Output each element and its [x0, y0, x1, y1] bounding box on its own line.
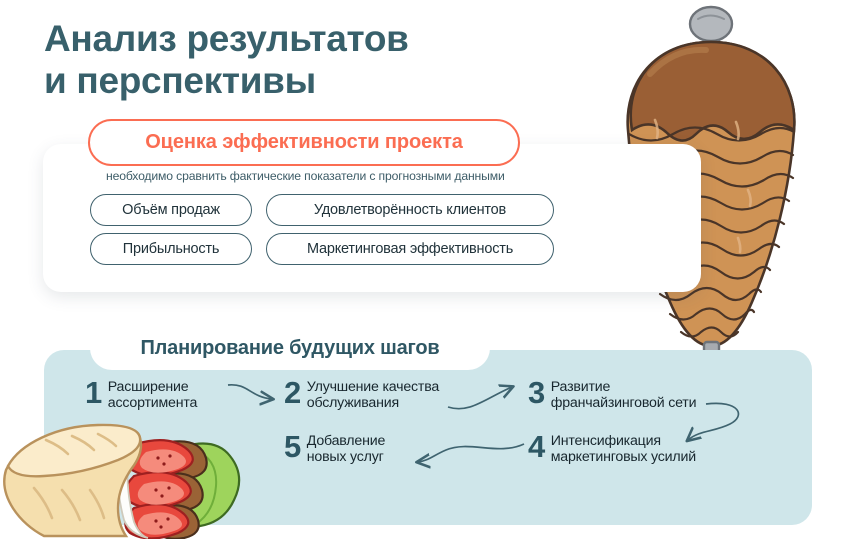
step-number-5: 5	[284, 429, 301, 464]
step-label-1: Расширение ассортимента	[107, 379, 198, 412]
step-label-3: Развитие франчайзинговой сети	[550, 379, 697, 412]
shawarma-wrap-illustration	[3, 423, 241, 539]
metric-pill-marketing-effectiveness[interactable]: Маркетинговая эффективность	[266, 233, 554, 265]
step-label-5: Добавление новых услуг	[306, 433, 386, 466]
planning-badge: Планирование будущих шагов	[90, 326, 490, 370]
metric-pill-customer-satisfaction[interactable]: Удовлетворённость клиентов	[266, 194, 554, 226]
metric-pill-profitability[interactable]: Прибыльность	[90, 233, 252, 265]
step-item-4: 4 Интенсификация маркетинговых усилий	[528, 429, 696, 466]
step-label-4: Интенсификация маркетинговых усилий	[550, 433, 696, 466]
metric-row-bottom: Прибыльность Маркетинговая эффективность	[90, 233, 554, 265]
step-number-4: 4	[528, 429, 545, 464]
step-item-3: 3 Развитие франчайзинговой сети	[528, 375, 697, 412]
step-number-3: 3	[528, 375, 545, 410]
step-item-2: 2 Улучшение качества обслуживания	[284, 375, 440, 412]
planning-badge-label: Планирование будущих шагов	[140, 336, 440, 359]
evaluation-badge-label: Оценка эффективности проекта	[145, 131, 463, 153]
evaluation-subtitle: необходимо сравнить фактические показате…	[106, 169, 505, 183]
step-number-2: 2	[284, 375, 301, 410]
metric-row-top: Объём продаж Удовлетворённость клиентов	[90, 194, 554, 226]
step-number-1: 1	[85, 375, 102, 410]
step-item-1: 1 Расширение ассортимента	[85, 375, 198, 412]
page-title: Анализ результатов и перспективы	[44, 18, 409, 101]
evaluation-badge: Оценка эффективности проекта	[88, 119, 520, 166]
step-label-2: Улучшение качества обслуживания	[306, 379, 440, 412]
step-item-5: 5 Добавление новых услуг	[284, 429, 386, 466]
metric-pill-sales-volume[interactable]: Объём продаж	[90, 194, 252, 226]
